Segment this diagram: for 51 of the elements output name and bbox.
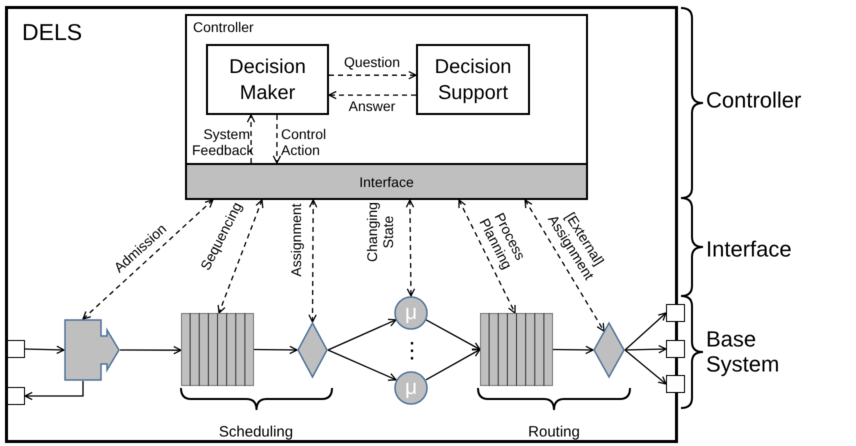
edge-label: Changing State — [364, 201, 396, 264]
arrow — [426, 348, 481, 380]
layer-label: Interface — [706, 236, 793, 262]
dashed-arrow — [272, 115, 282, 164]
decision-diamond — [593, 322, 625, 378]
arrow — [553, 346, 594, 354]
dashed-arrow — [524, 199, 605, 332]
port-square — [666, 375, 685, 393]
arrow — [426, 319, 481, 350]
dashed-arrow — [329, 70, 417, 80]
edge-label: Question — [342, 54, 402, 70]
arrow — [328, 349, 397, 381]
panel-title: Controller — [193, 19, 254, 35]
dashed-arrow — [82, 199, 214, 320]
layer-label: Base System — [706, 326, 780, 378]
arrow — [120, 346, 182, 354]
layer-label: Controller — [706, 87, 802, 113]
arrow — [254, 346, 298, 354]
port-square — [7, 387, 25, 405]
port-square — [7, 340, 25, 358]
dashed-arrow — [308, 199, 318, 323]
edge-label: Assignment — [288, 202, 304, 279]
ellipsis: ⋮ — [401, 337, 421, 363]
port-square — [666, 340, 685, 358]
dashed-arrow — [218, 199, 264, 314]
queue-buffer — [480, 313, 553, 386]
arrow — [24, 381, 84, 400]
server-circle: μ — [394, 371, 428, 405]
arrow — [624, 312, 667, 350]
controller-panel — [185, 14, 588, 200]
dashed-arrow — [406, 199, 416, 297]
arrow — [624, 350, 667, 385]
group-label: Scheduling — [218, 423, 294, 441]
queue-buffer — [181, 313, 254, 386]
decision-diamond — [297, 322, 328, 378]
system-title: DELS — [22, 19, 82, 46]
dashed-arrow — [246, 114, 256, 163]
arrow — [328, 318, 397, 351]
arrow — [24, 346, 65, 354]
edge-label: Answer — [348, 98, 396, 114]
dashed-arrow — [458, 199, 516, 314]
process-box: Decision Maker — [206, 44, 329, 115]
edge-label: Control Action — [281, 126, 328, 158]
interface-band: Interface — [185, 163, 588, 200]
process-box: Decision Support — [416, 44, 530, 115]
dashed-arrow — [328, 90, 416, 100]
port-square — [666, 304, 685, 322]
group-label: Routing — [527, 423, 581, 441]
server-circle: μ — [394, 296, 428, 330]
admission-block — [64, 319, 120, 381]
arrow — [624, 344, 667, 354]
